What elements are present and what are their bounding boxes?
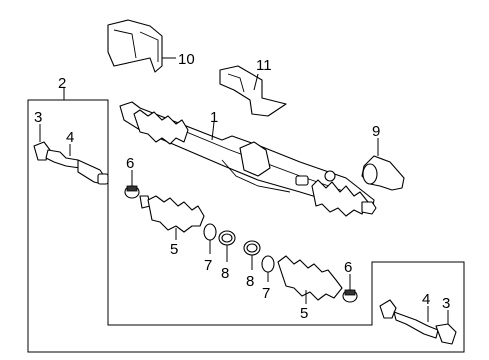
callout-10: 10 [178,51,195,68]
group-frame-2 [27,88,465,353]
callout-labels: 1 2 3 4 6 5 7 8 8 7 5 6 4 3 9 10 11 [34,51,450,322]
callout-7-left: 7 [204,257,212,274]
callout-5-left: 5 [170,241,178,258]
callout-4-right: 4 [422,291,430,308]
callout-6-left: 6 [126,155,134,172]
bracket-part-11 [219,65,287,117]
callout-11: 11 [256,57,272,74]
callout-6-right: 6 [344,259,352,276]
tie-rod-left [33,124,109,185]
callout-5-right: 5 [300,305,308,322]
callout-7-right: 7 [262,285,270,302]
callout-9: 9 [372,123,380,140]
callout-4-left: 4 [66,129,74,146]
callout-3-right: 3 [442,295,450,312]
callout-2: 2 [58,75,66,92]
callout-8-left: 8 [221,265,229,282]
callout-8-right: 8 [246,273,254,290]
steering-rack-assembly [119,101,377,217]
right-small-parts [243,240,358,304]
callout-1: 1 [210,109,218,126]
callout-3-left: 3 [34,109,42,126]
tie-rod-right [379,299,457,345]
left-small-parts [124,170,236,262]
pinion-cover-part-9 [361,138,405,191]
bracket-part-10 [107,19,176,73]
